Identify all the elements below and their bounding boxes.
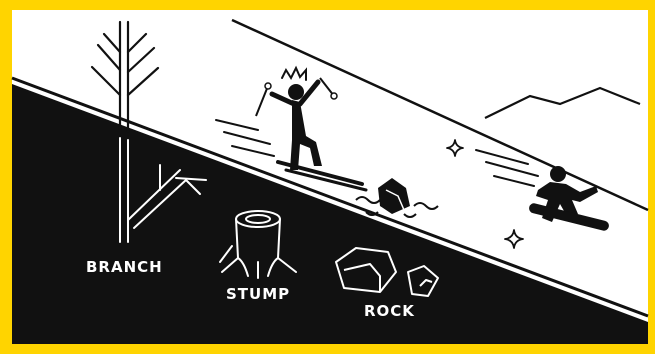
branch-label: BRANCH xyxy=(86,258,163,276)
stump-label: STUMP xyxy=(226,285,290,303)
rock-label: ROCK xyxy=(364,302,415,320)
